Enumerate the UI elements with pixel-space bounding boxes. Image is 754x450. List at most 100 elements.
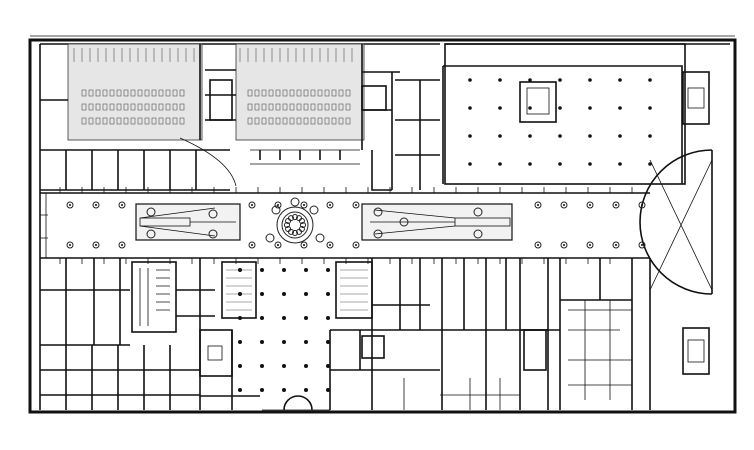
desk — [268, 103, 274, 111]
desk — [331, 117, 337, 125]
desk — [338, 117, 344, 125]
desk — [88, 117, 94, 125]
column-dot — [558, 162, 562, 166]
north-west-hall — [67, 43, 365, 141]
column-dot — [468, 106, 472, 110]
plaza-column — [326, 388, 330, 392]
corridor-column — [274, 201, 282, 209]
desk — [95, 117, 101, 125]
desk — [331, 89, 337, 97]
column-dot — [468, 134, 472, 138]
corridor-column-core — [589, 204, 591, 206]
corridor-column — [326, 241, 334, 249]
plaza-column — [304, 292, 308, 296]
desk — [102, 117, 108, 125]
south-columns — [238, 268, 330, 392]
column-dot — [528, 162, 532, 166]
desk — [172, 89, 178, 97]
desk — [130, 89, 136, 97]
corridor-column-core — [329, 244, 331, 246]
corridor-columns — [66, 201, 646, 249]
corridor-column-core — [355, 244, 357, 246]
plaza-column — [260, 388, 264, 392]
column-dot — [648, 78, 652, 82]
corridor-column — [534, 241, 542, 249]
atrium-planter — [284, 222, 290, 228]
desk — [310, 103, 316, 111]
desk — [137, 103, 143, 111]
desk — [261, 117, 267, 125]
desk — [123, 89, 129, 97]
plaza-column — [238, 388, 242, 392]
desk — [254, 103, 260, 111]
plaza-column — [282, 316, 286, 320]
plaza-column — [260, 292, 264, 296]
corridor-column-core — [641, 204, 643, 206]
corridor-column-core — [563, 204, 565, 206]
desk — [345, 89, 351, 97]
desk — [261, 89, 267, 97]
desk — [102, 103, 108, 111]
corridor-column — [638, 241, 646, 249]
south-entrance — [262, 395, 330, 411]
south-west-rooms — [40, 258, 260, 410]
plaza-column — [260, 364, 264, 368]
desk — [296, 89, 302, 97]
desk — [88, 89, 94, 97]
desk — [247, 103, 253, 111]
desk — [116, 117, 122, 125]
column-dot — [618, 134, 622, 138]
corridor-column — [300, 241, 308, 249]
desk — [179, 117, 185, 125]
corridor-column — [326, 201, 334, 209]
column-dot — [498, 162, 502, 166]
desk — [268, 117, 274, 125]
plaza-column — [260, 268, 264, 272]
desk — [317, 89, 323, 97]
plaza-column — [304, 316, 308, 320]
central-atrium — [265, 197, 325, 244]
desk — [179, 103, 185, 111]
corridor-column — [612, 201, 620, 209]
plaza-column — [238, 340, 242, 344]
corridor-column-core — [121, 244, 123, 246]
corridor-column — [300, 201, 308, 209]
desk — [296, 117, 302, 125]
atrium-planter — [285, 226, 292, 232]
corridor-column-core — [121, 204, 123, 206]
desk — [81, 89, 87, 97]
corridor-column — [638, 201, 646, 209]
plaza-column — [260, 340, 264, 344]
atrium-planter — [296, 228, 302, 235]
desk — [123, 117, 129, 125]
plaza-column — [282, 340, 286, 344]
south-east-rooms — [329, 258, 651, 410]
desk — [303, 89, 309, 97]
desk — [109, 117, 115, 125]
desk — [158, 117, 164, 125]
desk — [116, 103, 122, 111]
plaza-column — [238, 364, 242, 368]
column-dot — [528, 106, 532, 110]
desk — [310, 89, 316, 97]
desk — [151, 117, 157, 125]
desk — [247, 117, 253, 125]
corridor-column-core — [641, 244, 643, 246]
desk — [109, 103, 115, 111]
corridor-column-core — [303, 244, 305, 246]
column-dot — [468, 78, 472, 82]
atrium-planter — [300, 222, 306, 228]
corridor-column-core — [537, 204, 539, 206]
desk — [345, 103, 351, 111]
desk — [317, 117, 323, 125]
desk — [102, 89, 108, 97]
corridor-column-core — [589, 244, 591, 246]
desk — [275, 103, 281, 111]
corridor-column-core — [563, 244, 565, 246]
desk — [144, 117, 150, 125]
atrium-planter — [292, 230, 298, 236]
column-dot — [528, 78, 532, 82]
column-dot — [618, 162, 622, 166]
corridor-column-core — [277, 204, 279, 206]
desk — [88, 103, 94, 111]
